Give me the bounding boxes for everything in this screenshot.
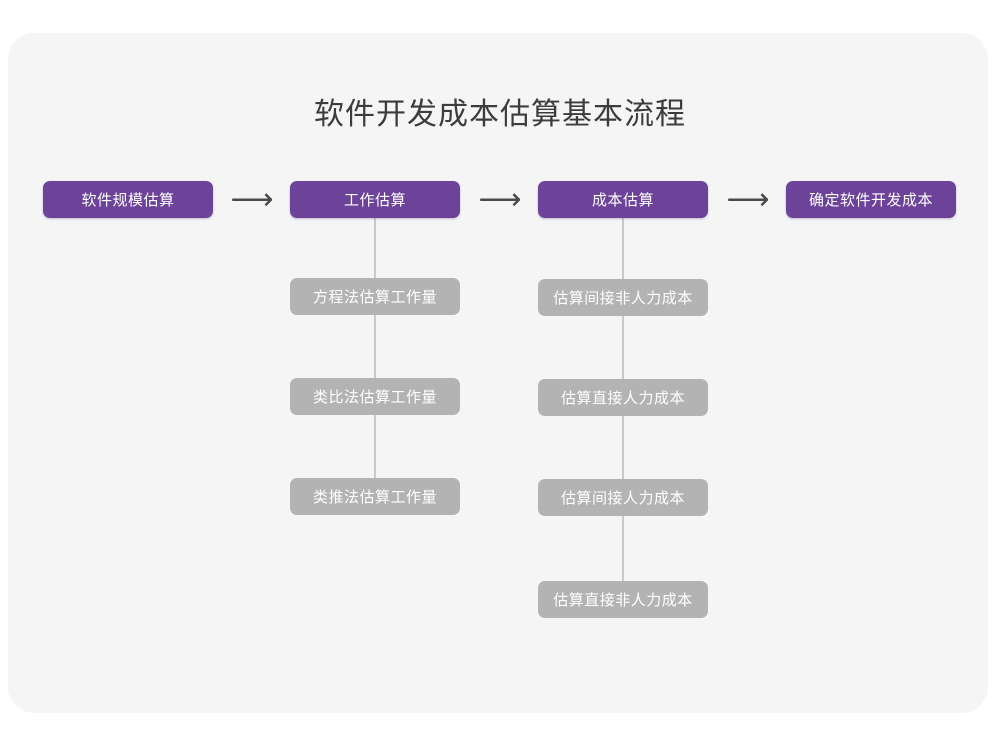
substep-node-label: 估算间接人力成本 [560, 490, 685, 507]
arrow-right-icon: ⟶ [230, 182, 274, 217]
substep-node-label: 类推法估算工作量 [312, 489, 437, 506]
stage-node-effort-estimation[interactable]: 工作估算 [290, 181, 460, 218]
stage-node-cost-estimation[interactable]: 成本估算 [538, 181, 708, 218]
arrow-stage-1-to-2: ⟶ [222, 184, 282, 216]
substep-node-label: 方程法估算工作量 [312, 289, 437, 306]
stage-node-software-scale-estimation[interactable]: 软件规模估算 [43, 181, 213, 218]
substep-node-label: 估算间接非人力成本 [553, 290, 693, 307]
arrow-stage-2-to-3: ⟶ [470, 184, 530, 216]
substep-node-indirect-labor-cost[interactable]: 估算间接人力成本 [538, 479, 708, 516]
arrow-stage-3-to-4: ⟶ [718, 184, 778, 216]
page-title: 软件开发成本估算基本流程 [314, 98, 686, 131]
substep-node-analogy-method-effort[interactable]: 类比法估算工作量 [290, 378, 460, 415]
arrow-right-icon: ⟶ [726, 182, 770, 217]
substep-node-label: 类比法估算工作量 [312, 389, 437, 406]
substep-node-indirect-non-labor-cost[interactable]: 估算间接非人力成本 [538, 279, 708, 316]
diagram-card-panel [8, 33, 988, 713]
substep-node-direct-non-labor-cost[interactable]: 估算直接非人力成本 [538, 581, 708, 618]
arrow-right-icon: ⟶ [478, 182, 522, 217]
stage-node-label: 软件规模估算 [81, 192, 175, 209]
stage-node-label: 成本估算 [591, 192, 654, 209]
stage-node-label: 工作估算 [343, 192, 406, 209]
stage-node-determine-development-cost[interactable]: 确定软件开发成本 [786, 181, 956, 218]
substep-node-inference-method-effort[interactable]: 类推法估算工作量 [290, 478, 460, 515]
stage-node-label: 确定软件开发成本 [808, 192, 933, 209]
substep-node-label: 估算直接人力成本 [560, 390, 685, 407]
connector-stage2-trunk [374, 218, 376, 500]
substep-node-direct-labor-cost[interactable]: 估算直接人力成本 [538, 379, 708, 416]
substep-node-equation-method-effort[interactable]: 方程法估算工作量 [290, 278, 460, 315]
substep-node-label: 估算直接非人力成本 [553, 592, 693, 609]
